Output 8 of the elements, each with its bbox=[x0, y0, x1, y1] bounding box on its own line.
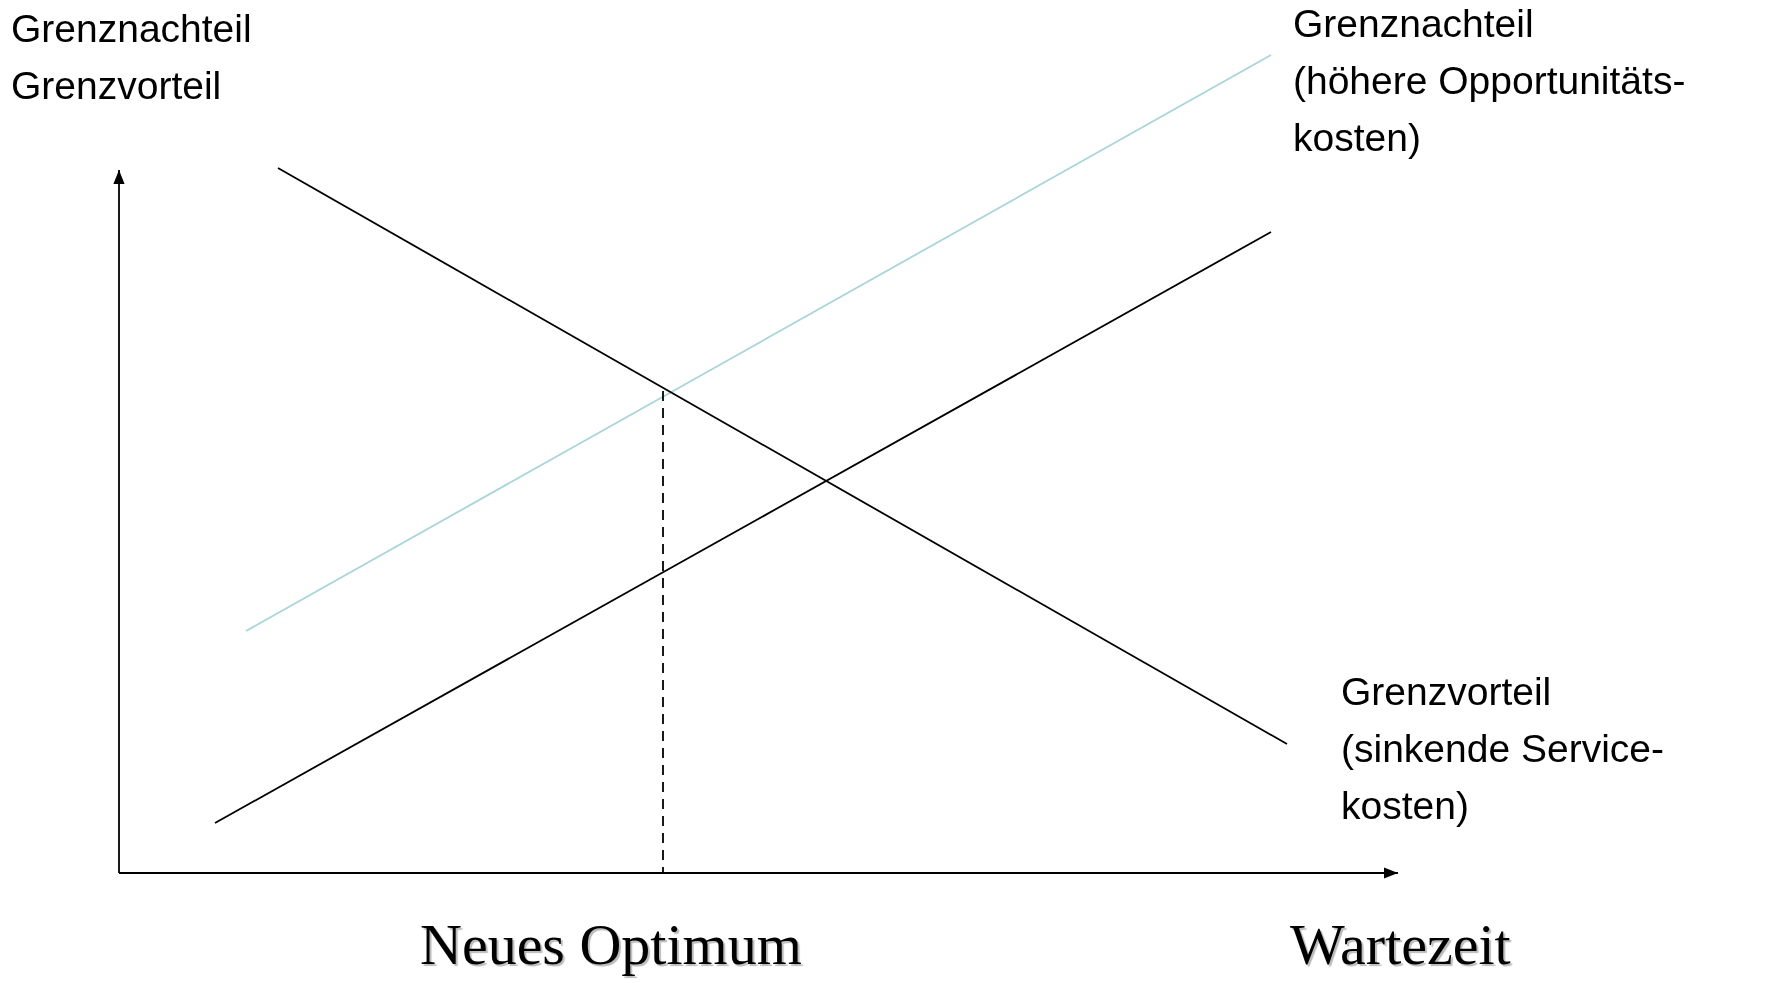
line-label: (höhere Opportunitäts- kosten) bbox=[1293, 58, 1687, 161]
axis-label: Neues Optimum bbox=[420, 912, 802, 978]
line-label: (sinkende Service- kosten) bbox=[1341, 726, 1665, 829]
axis-label: Grenzvorteil bbox=[11, 63, 223, 109]
line-label: Grenznachteil bbox=[1293, 1, 1535, 47]
line-label: Grenzvorteil bbox=[1341, 669, 1553, 715]
axis-label: Grenznachteil bbox=[11, 6, 253, 52]
axis-label: Wartezeit bbox=[1290, 912, 1511, 978]
